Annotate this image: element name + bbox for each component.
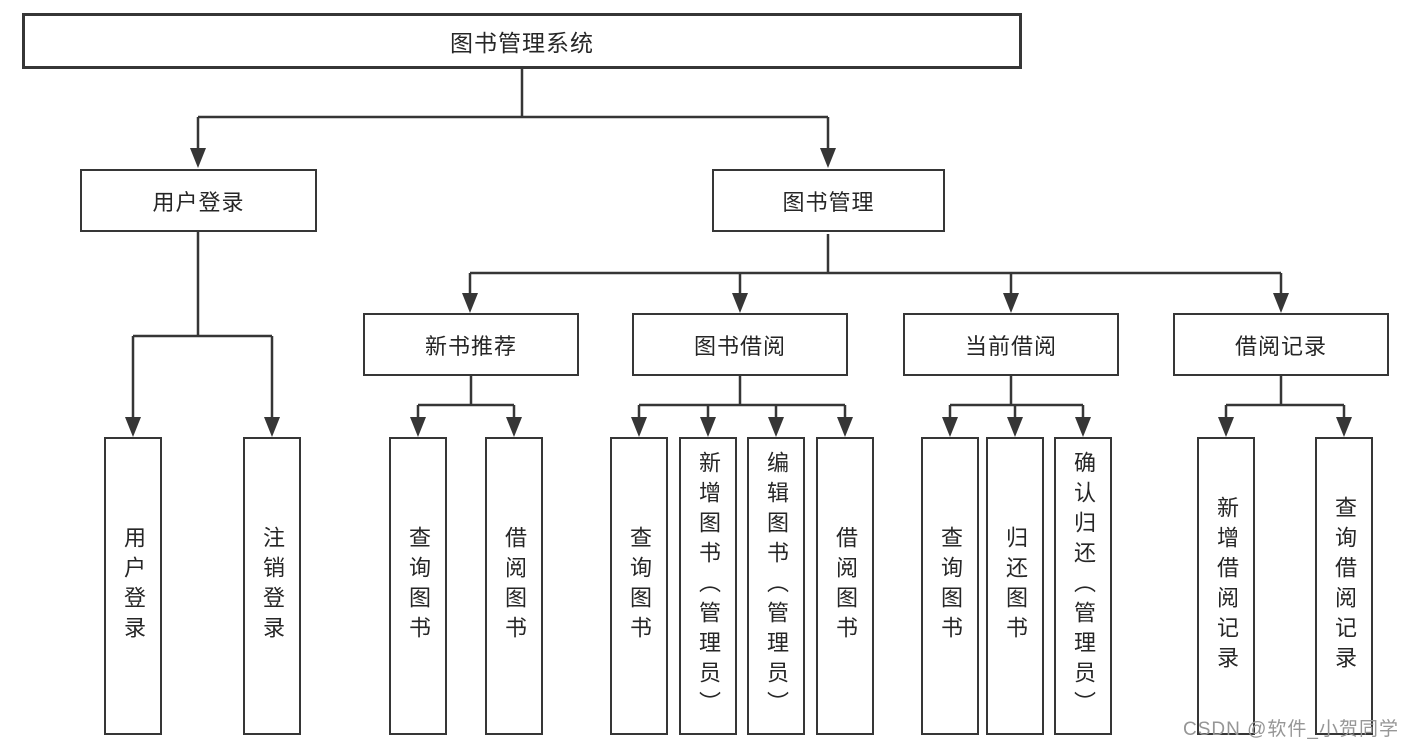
node-current-borrow: 当前借阅 xyxy=(903,313,1119,376)
leaf-query-borrow-record: 查询借阅记录 xyxy=(1315,437,1373,735)
leaf-logout: 注销登录 xyxy=(243,437,301,735)
leaf-confirm-return-admin-label: 确认归还（管理员） xyxy=(1071,451,1096,721)
leaf-edit-books-admin-label: 编辑图书（管理员） xyxy=(764,451,789,721)
leaf-add-borrow-record-label: 新增借阅记录 xyxy=(1214,496,1239,676)
leaf-logout-label: 注销登录 xyxy=(260,526,285,646)
leaf-return-books-label: 归还图书 xyxy=(1003,526,1028,646)
csdn-watermark: CSDN @软件_小贺同学 xyxy=(1183,719,1399,740)
connector xyxy=(131,69,1346,421)
leaf-confirm-return-admin: 确认归还（管理员） xyxy=(1054,437,1112,735)
leaf-query-books-borrow: 查询图书 xyxy=(610,437,668,735)
node-new-book-recommend: 新书推荐 xyxy=(363,313,579,376)
node-book-management: 图书管理 xyxy=(712,169,945,232)
node-root-system: 图书管理系统 xyxy=(22,13,1022,69)
leaf-edit-books-admin: 编辑图书（管理员） xyxy=(747,437,805,735)
leaf-query-borrow-record-label: 查询借阅记录 xyxy=(1332,496,1357,676)
node-user-login: 用户登录 xyxy=(80,169,317,232)
leaf-borrow-books: 借阅图书 xyxy=(816,437,874,735)
node-book-borrow: 图书借阅 xyxy=(632,313,848,376)
leaf-query-books-borrow-label: 查询图书 xyxy=(627,526,652,646)
leaf-query-books-current: 查询图书 xyxy=(921,437,979,735)
leaf-return-books: 归还图书 xyxy=(986,437,1044,735)
leaf-borrow-books-recommend-label: 借阅图书 xyxy=(502,526,527,646)
leaf-borrow-books-recommend: 借阅图书 xyxy=(485,437,543,735)
leaf-query-books-recommend: 查询图书 xyxy=(389,437,447,735)
leaf-user-login: 用户登录 xyxy=(104,437,162,735)
leaf-borrow-books-label: 借阅图书 xyxy=(833,526,858,646)
leaf-add-books-admin: 新增图书（管理员） xyxy=(679,437,737,735)
leaf-user-login-label: 用户登录 xyxy=(121,526,146,646)
leaf-add-books-admin-label: 新增图书（管理员） xyxy=(696,451,721,721)
leaf-add-borrow-record: 新增借阅记录 xyxy=(1197,437,1255,735)
node-borrow-records: 借阅记录 xyxy=(1173,313,1389,376)
leaf-query-books-recommend-label: 查询图书 xyxy=(406,526,431,646)
leaf-query-books-current-label: 查询图书 xyxy=(938,526,963,646)
